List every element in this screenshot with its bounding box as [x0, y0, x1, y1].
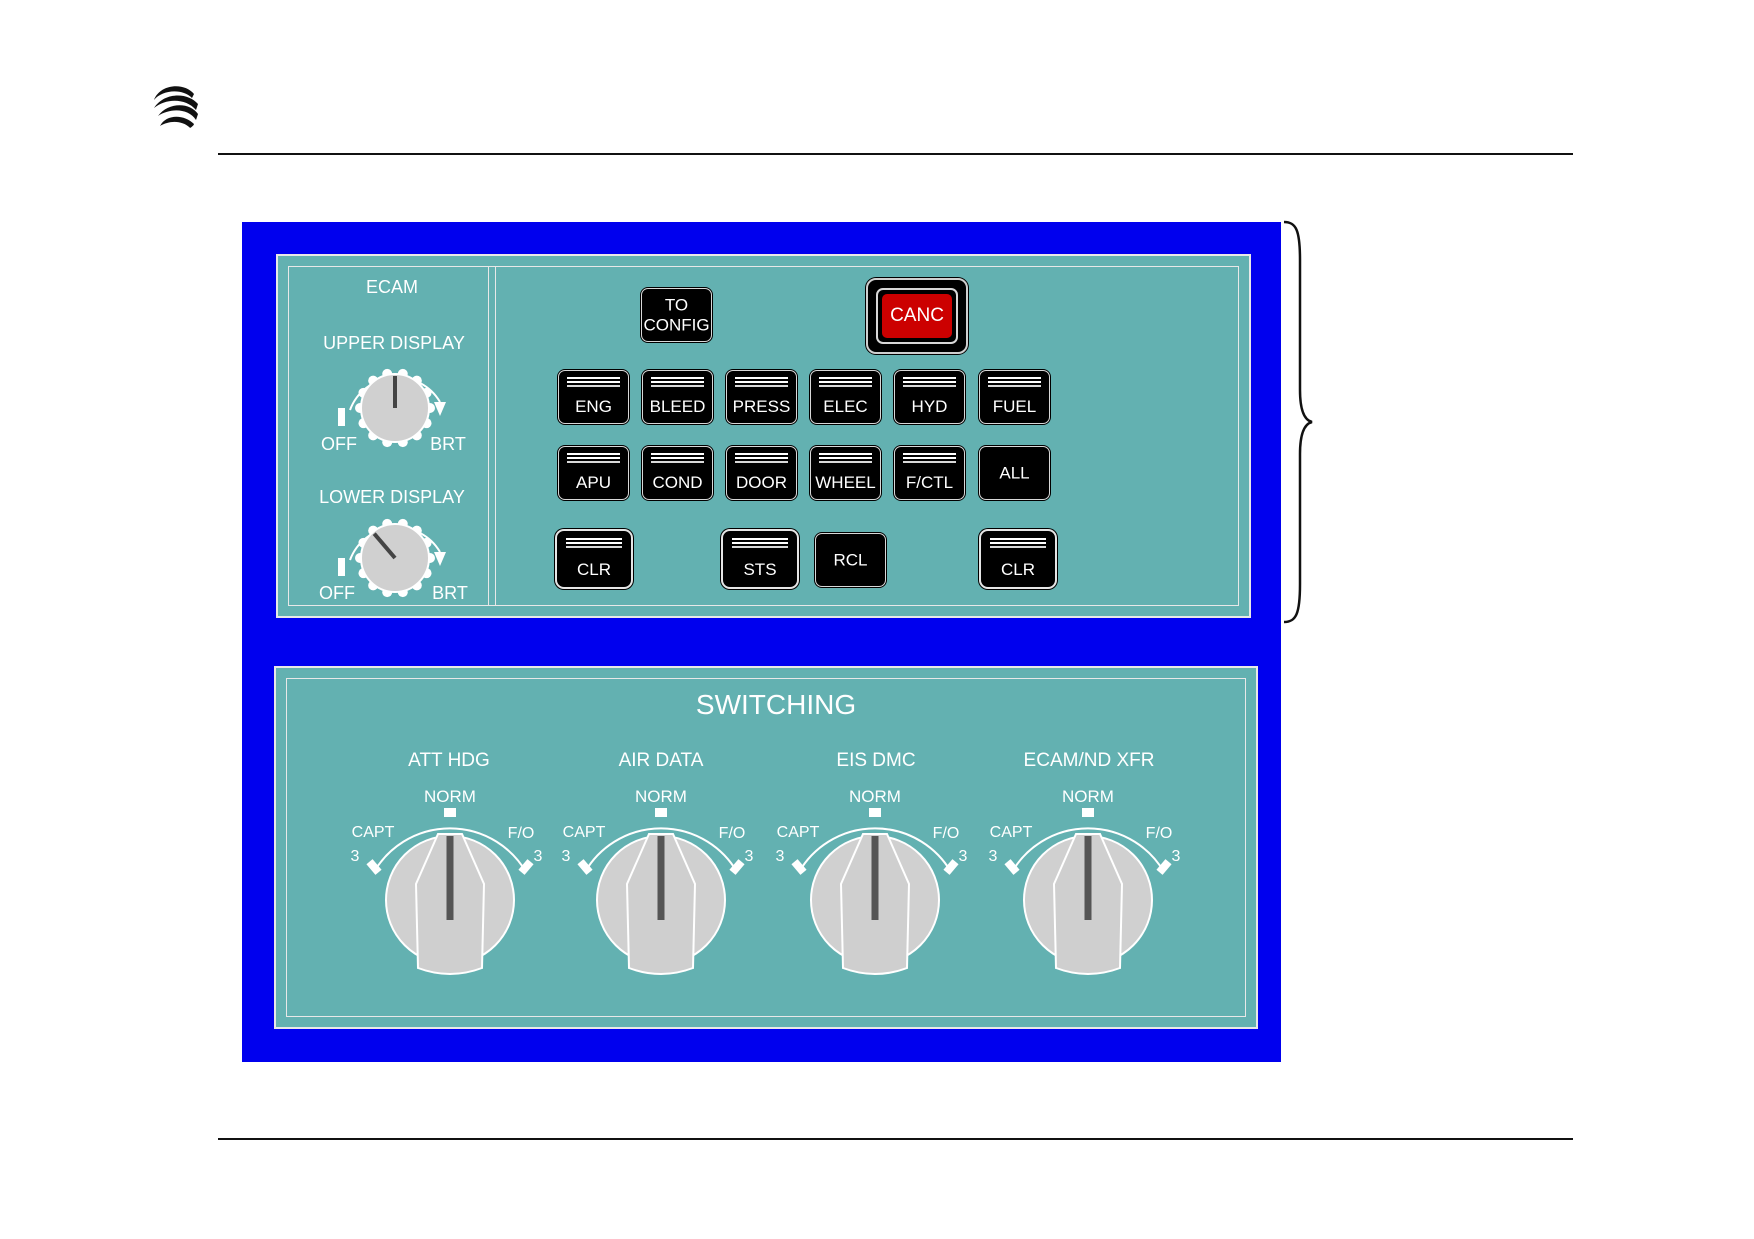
- att-hdg-selector[interactable]: [362, 808, 538, 980]
- rcl-label: RCL: [833, 550, 868, 570]
- rcl-button[interactable]: RCL: [815, 533, 886, 587]
- switching-title: SWITCHING: [695, 689, 857, 720]
- sts-label: STS: [743, 560, 777, 579]
- press-label: PRESS: [732, 397, 791, 416]
- air-data-selector[interactable]: [573, 808, 749, 980]
- air-data-label: AIR DATA: [618, 750, 704, 771]
- canc-label: CANC: [890, 305, 944, 326]
- fuel-label: FUEL: [992, 397, 1037, 416]
- ecam-nd-xfr-capt-label: CAPT: [989, 824, 1033, 841]
- bleed-button[interactable]: BLEED: [642, 370, 713, 424]
- upper-brt-label: BRT: [430, 434, 466, 454]
- eis-dmc-capt-label: CAPT: [776, 824, 820, 841]
- elec-label: ELEC: [823, 397, 868, 416]
- footer-rule: [218, 1138, 1573, 1140]
- all-button[interactable]: ALL: [979, 446, 1050, 500]
- ecam-nd-xfr-fo3-label: 3: [1171, 848, 1181, 865]
- company-logo: [148, 80, 204, 136]
- upper-display-label: UPPER DISPLAY: [323, 333, 465, 353]
- door-button[interactable]: DOOR: [726, 446, 797, 500]
- bleed-label: BLEED: [649, 397, 706, 416]
- att-hdg-fo-label: F/O: [507, 825, 535, 842]
- fctl-button[interactable]: F/CTL: [894, 446, 965, 500]
- door-label: DOOR: [736, 473, 787, 492]
- to-config-button[interactable]: TO CONFIG: [641, 288, 712, 342]
- apu-button[interactable]: APU: [558, 446, 629, 500]
- hyd-label: HYD: [911, 397, 948, 416]
- air-data-norm-label: NORM: [635, 787, 687, 806]
- eis-dmc-fo-label: F/O: [932, 825, 960, 842]
- ecam-nd-xfr-capt3-label: 3: [988, 848, 998, 865]
- upper-display-knob[interactable]: [332, 358, 456, 454]
- press-button[interactable]: PRESS: [726, 370, 797, 424]
- clr-right-button[interactable]: CLR: [981, 531, 1055, 587]
- ecam-nd-xfr-norm-label: NORM: [1062, 787, 1114, 806]
- to-config-label-2: CONFIG: [643, 315, 710, 334]
- lower-display-label: LOWER DISPLAY: [319, 487, 465, 507]
- apu-label: APU: [576, 473, 611, 492]
- eis-dmc-fo3-label: 3: [958, 848, 968, 865]
- ecam-title: ECAM: [365, 277, 419, 297]
- ecam-nd-xfr-label: ECAM/ND XFR: [1023, 750, 1155, 771]
- cond-label: COND: [652, 473, 703, 492]
- wheel-label: WHEEL: [815, 473, 876, 492]
- eng-label: ENG: [575, 397, 612, 416]
- lower-display-knob[interactable]: [332, 508, 456, 604]
- att-hdg-capt-label: CAPT: [351, 824, 395, 841]
- brace: [1283, 220, 1313, 624]
- wheel-button[interactable]: WHEEL: [810, 446, 881, 500]
- lower-brt-label: BRT: [432, 583, 468, 603]
- ecam-nd-xfr-selector[interactable]: [1000, 808, 1176, 980]
- att-hdg-capt3-label: 3: [350, 848, 360, 865]
- eis-dmc-label: EIS DMC: [836, 750, 916, 771]
- hyd-button[interactable]: HYD: [894, 370, 965, 424]
- fuel-button[interactable]: FUEL: [979, 370, 1050, 424]
- all-label: ALL: [999, 463, 1030, 483]
- air-data-capt3-label: 3: [561, 848, 571, 865]
- ecam-nd-xfr-fo-label: F/O: [1145, 825, 1173, 842]
- air-data-fo3-label: 3: [744, 848, 754, 865]
- fctl-label: F/CTL: [905, 473, 954, 492]
- to-config-label-1: TO: [664, 295, 689, 315]
- eis-dmc-selector[interactable]: [787, 808, 963, 980]
- header-rule: [218, 153, 1573, 155]
- eis-dmc-capt3-label: 3: [775, 848, 785, 865]
- clr-left-label: CLR: [576, 560, 611, 579]
- att-hdg-norm-label: NORM: [424, 787, 476, 806]
- upper-off-label: OFF: [321, 434, 357, 454]
- canc-button[interactable]: CANC: [866, 278, 968, 354]
- cond-button[interactable]: COND: [642, 446, 713, 500]
- clr-right-label: CLR: [1000, 560, 1035, 579]
- eis-dmc-norm-label: NORM: [849, 787, 901, 806]
- air-data-fo-label: F/O: [718, 825, 746, 842]
- att-hdg-fo3-label: 3: [533, 848, 543, 865]
- air-data-capt-label: CAPT: [562, 824, 606, 841]
- eng-button[interactable]: ENG: [558, 370, 629, 424]
- elec-button[interactable]: ELEC: [810, 370, 881, 424]
- lower-off-label: OFF: [319, 583, 355, 603]
- clr-left-button[interactable]: CLR: [557, 531, 631, 587]
- sts-button[interactable]: STS: [723, 531, 797, 587]
- att-hdg-label: ATT HDG: [408, 750, 490, 771]
